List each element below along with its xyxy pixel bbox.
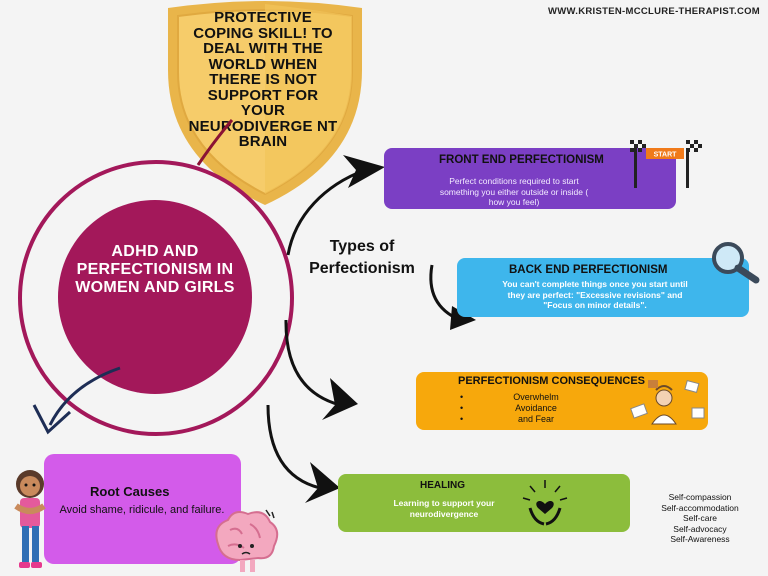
site-url: WWW.KRISTEN-MCCLURE-THERAPIST.COM — [548, 6, 761, 17]
types-label: Types of Perfectionism — [309, 238, 415, 277]
magnifier-icon — [712, 242, 760, 284]
consequences-list: •Overwhelm •Avoidance •and Fear — [456, 392, 616, 425]
back-end-body: You can't complete things once you start… — [502, 279, 688, 310]
stressed-person-icon — [630, 379, 705, 425]
heart-hands-icon — [522, 480, 568, 526]
root-causes-body: Avoid shame, ridicule, and failure. — [59, 504, 225, 516]
healing-body: Learning to support your neurodivergence — [393, 498, 495, 519]
list-item: Self-care — [682, 513, 717, 523]
front-end-body: Perfect conditions required to start som… — [439, 176, 589, 207]
root-causes-card: Root Causes Avoid shame, ridicule, and f… — [44, 454, 241, 564]
brain-icon — [215, 509, 279, 572]
self-care-list: Self-compassion Self-accommodation Self-… — [640, 492, 760, 545]
consequences-title: PERFECTIONISM CONSEQUENCES — [458, 375, 646, 387]
shield-icon — [168, 1, 362, 205]
back-end-card: BACK END PERFECTIONISM You can't complet… — [457, 258, 749, 317]
shield-text: PROTECTIVE COPING SKILL! TO DEAL WITH TH… — [188, 9, 338, 150]
list-item: •Overwhelm — [460, 392, 559, 402]
list-item: Self-accommodation — [661, 502, 739, 513]
front-end-card: FRONT END PERFECTIONISM Perfect conditio… — [384, 148, 676, 209]
root-causes-title: Root Causes — [90, 484, 170, 499]
list-item: Self-compassion — [668, 492, 732, 502]
list-item: •and Fear — [460, 414, 555, 424]
center-circle — [58, 200, 252, 394]
back-end-title: BACK END PERFECTIONISM — [509, 264, 668, 276]
center-title: ADHD AND PERFECTIONISM IN WOMEN AND GIRL… — [75, 243, 235, 296]
list-item: Self-Awareness — [670, 534, 730, 544]
list-item: Self-advocacy — [673, 523, 727, 534]
start-banner-label: START — [654, 152, 678, 159]
girl-illustration — [14, 470, 46, 568]
healing-title: HEALING — [420, 480, 465, 491]
list-item: •Avoidance — [460, 403, 557, 413]
healing-card: HEALING Learning to support your neurodi… — [338, 474, 630, 532]
start-flags-icon: START — [630, 140, 702, 188]
front-end-title: FRONT END PERFECTIONISM — [439, 154, 604, 166]
